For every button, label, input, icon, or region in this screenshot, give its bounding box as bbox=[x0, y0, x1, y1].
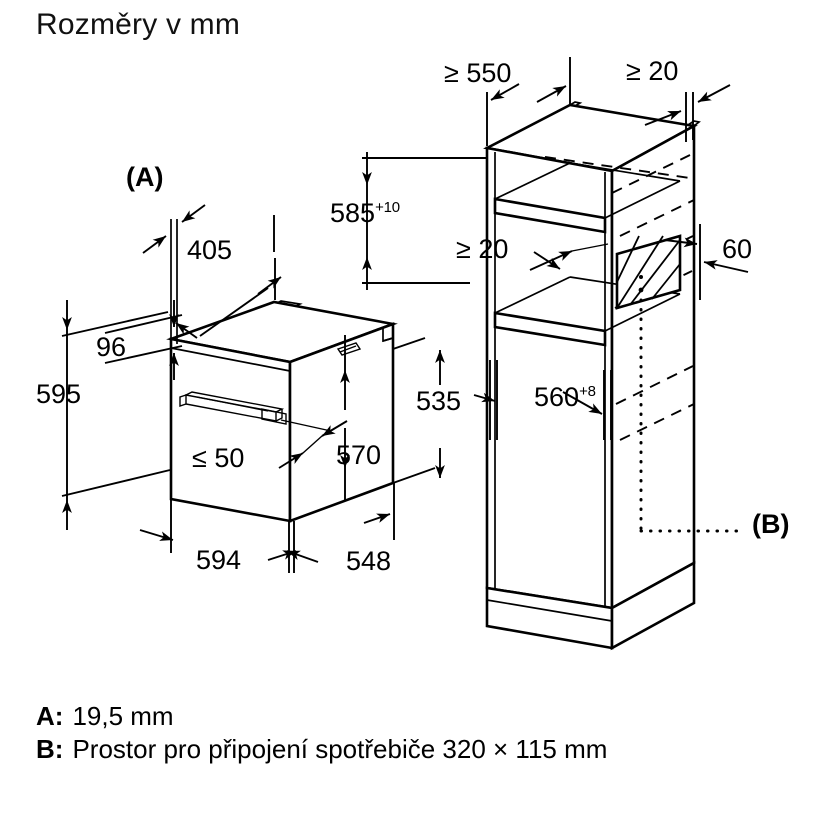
oven-illustration bbox=[166, 300, 398, 523]
legend-key-a: A: bbox=[36, 701, 64, 731]
dim-548 bbox=[267, 483, 395, 573]
dim-label-60: 60 bbox=[722, 234, 753, 264]
dim-60 bbox=[664, 224, 749, 300]
legend-row-b: B: Prostor pro připojení spotřebiče 320 … bbox=[36, 733, 796, 766]
dim-label-535: 535 bbox=[416, 386, 462, 416]
dim-label-585: 585+10 bbox=[330, 198, 400, 228]
dim-535 bbox=[392, 337, 445, 484]
legend: A: 19,5 mm B: Prostor pro připojení spot… bbox=[36, 700, 796, 766]
dim-label-ge20-shelf: ≥ 20 bbox=[456, 234, 509, 264]
dim-label-548: 548 bbox=[346, 546, 392, 576]
dim-le50 bbox=[278, 419, 348, 469]
dim-label-560: 560+8 bbox=[534, 382, 596, 412]
marker-a: (A) bbox=[126, 162, 164, 192]
dim-label-ge550: ≥ 550 bbox=[444, 58, 512, 88]
legend-row-a: A: 19,5 mm bbox=[36, 700, 796, 733]
dim-label-405: 405 bbox=[187, 235, 233, 265]
legend-value-a: 19,5 mm bbox=[72, 701, 174, 731]
dim-405 bbox=[175, 215, 282, 339]
cabinet-illustration bbox=[483, 101, 701, 651]
dim-ge20-shelf bbox=[529, 243, 609, 271]
legend-key-b: B: bbox=[36, 734, 64, 764]
dim-560 bbox=[473, 360, 612, 440]
dim-ge20-top bbox=[644, 84, 731, 142]
dim-label-le50: ≤ 50 bbox=[192, 443, 245, 473]
dim-96 bbox=[104, 300, 183, 380]
dim-585 bbox=[362, 152, 487, 290]
dim-595 bbox=[61, 300, 171, 530]
b-leader bbox=[639, 298, 744, 533]
legend-value-b: Prostor pro připojení spotřebiče 320 × 1… bbox=[72, 734, 608, 764]
dim-label-570: 570 bbox=[336, 440, 382, 470]
marker-b: (B) bbox=[752, 509, 790, 539]
dim-label-594: 594 bbox=[196, 545, 242, 575]
dim-ge550 bbox=[486, 57, 571, 146]
oven-handle bbox=[185, 391, 285, 422]
dim-label-ge20-top: ≥ 20 bbox=[626, 56, 679, 86]
dim-label-595: 595 bbox=[36, 379, 82, 409]
connection-box-hatch bbox=[615, 234, 682, 310]
page-title: Rozměry v mm bbox=[36, 8, 241, 41]
dim-label-96: 96 bbox=[96, 332, 127, 362]
